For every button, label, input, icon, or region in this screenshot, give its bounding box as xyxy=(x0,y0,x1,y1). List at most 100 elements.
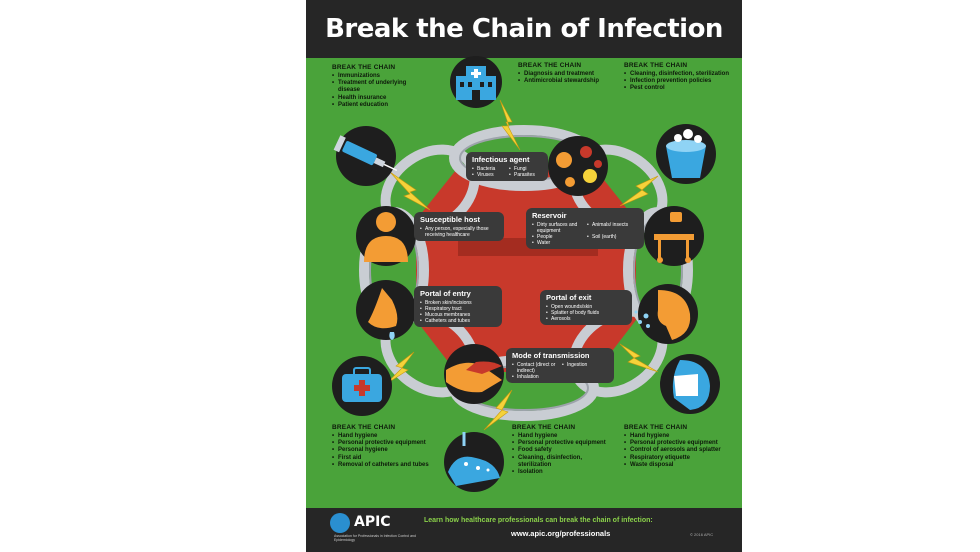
break-chain-item: Removal of catheters and tubes xyxy=(332,462,430,469)
break-chain-item: Immunizations xyxy=(332,73,430,80)
stage-item: Soil (earth) xyxy=(587,234,638,240)
break-chain-item: Health insurance xyxy=(332,95,430,102)
break-chain-item: Cleaning, disinfection, sterilization xyxy=(624,71,734,78)
stage-item: Catheters and tubes xyxy=(420,318,496,324)
first-aid-kit-icon xyxy=(342,367,382,402)
bucket-icon xyxy=(666,129,706,178)
footer-url-link[interactable]: www.apic.org/professionals xyxy=(511,529,611,538)
stage-title: Mode of transmission xyxy=(512,351,590,360)
break-chain-block-1: BREAK THE CHAIN Immunizations Treatment … xyxy=(332,64,430,109)
nose-icon xyxy=(368,288,398,340)
break-chain-item: Treatment of underlying disease xyxy=(332,80,430,94)
apic-logo-icon xyxy=(330,513,350,533)
stage-item: Open wounds/skin xyxy=(546,304,626,310)
break-chain-item: Personal protective equipment xyxy=(332,440,430,447)
stage-susceptible-host: Susceptible host Any person, especially … xyxy=(414,212,504,241)
break-chain-item: Antimicrobial stewardship xyxy=(518,78,614,85)
break-chain-heading: BREAK THE CHAIN xyxy=(332,64,396,71)
break-chain-item: Cleaning, disinfection, sterilization xyxy=(512,455,616,469)
stage-item: Inhalation xyxy=(512,374,558,380)
stage-mode-of-transmission: Mode of transmission Contact (direct or … xyxy=(506,348,614,383)
stage-item: Fungi xyxy=(509,166,542,172)
stage-title: Portal of exit xyxy=(546,293,592,302)
stage-items: Dirty surfaces and equipment Animals/ in… xyxy=(532,222,638,246)
hospital-icon xyxy=(456,66,496,100)
break-chain-item: Infection prevention policies xyxy=(624,78,734,85)
break-chain-item: Pest control xyxy=(624,85,734,92)
break-chain-block-5: BREAK THE CHAIN Hand hygiene Personal pr… xyxy=(512,424,616,476)
face-mask-icon xyxy=(672,360,710,410)
gurney-icon xyxy=(654,212,694,263)
stage-item: Splatter of body fluids xyxy=(546,310,626,316)
break-chain-item: Respiratory etiquette xyxy=(624,455,734,462)
break-chain-list: Hand hygiene Personal protective equipme… xyxy=(512,433,616,476)
cough-icon xyxy=(634,290,691,340)
stage-items: Open wounds/skin Splatter of body fluids… xyxy=(546,304,626,322)
break-chain-item: Hand hygiene xyxy=(512,433,616,440)
stage-item: People xyxy=(532,234,583,240)
stage-title: Infectious agent xyxy=(472,155,530,164)
break-chain-item: Diagnosis and treatment xyxy=(518,71,614,78)
stage-item: Parasites xyxy=(509,172,542,178)
stage-title: Reservoir xyxy=(532,211,567,220)
stage-item: Broken skin/incisions xyxy=(420,300,496,306)
stage-items: Broken skin/incisions Respiratory tract … xyxy=(420,300,496,324)
break-chain-item: Hand hygiene xyxy=(332,433,430,440)
handwashing-icon xyxy=(448,432,500,486)
stage-item: Animals/ insects xyxy=(587,222,638,234)
footer-org: Association for Professionals in Infecti… xyxy=(334,534,416,543)
break-chain-item: Personal protective equipment xyxy=(624,440,734,447)
break-chain-list: Hand hygiene Personal protective equipme… xyxy=(624,433,734,469)
stage-title: Susceptible host xyxy=(420,215,481,224)
footer-bar xyxy=(306,508,742,552)
person-icon xyxy=(364,212,408,262)
break-chain-item: Personal hygiene xyxy=(332,447,430,454)
break-chain-heading: BREAK THE CHAIN xyxy=(512,424,576,431)
syringe-icon xyxy=(333,135,398,172)
break-chain-item: Control of aerosols and splatter xyxy=(624,447,734,454)
break-chain-item: Personal protective equipment xyxy=(512,440,616,447)
stage-item: Contact (direct or indirect) xyxy=(512,362,558,374)
stage-item: Water xyxy=(532,240,583,246)
break-chain-item: Food safety xyxy=(512,447,616,454)
stage-items: Contact (direct or indirect) Ingestion I… xyxy=(512,362,608,380)
break-chain-item: First aid xyxy=(332,455,430,462)
stage-items: Any person, especially those receiving h… xyxy=(420,226,498,238)
break-chain-list: Diagnosis and treatment Antimicrobial st… xyxy=(518,71,614,86)
break-chain-list: Cleaning, disinfection, sterilization In… xyxy=(624,71,734,93)
infection-poster: Break the Chain of Infection xyxy=(306,0,742,552)
break-chain-heading: BREAK THE CHAIN xyxy=(624,62,688,69)
stage-item: Ingestion xyxy=(562,362,608,374)
break-chain-list: Immunizations Treatment of underlying di… xyxy=(332,73,430,109)
break-chain-list: Hand hygiene Personal protective equipme… xyxy=(332,433,430,469)
stage-item: Aerosols xyxy=(546,316,626,322)
stage-infectious-agent: Infectious agent Bacteria Fungi Viruses … xyxy=(466,152,548,181)
break-chain-item: Waste disposal xyxy=(624,462,734,469)
germs-icon xyxy=(556,146,602,187)
stage-title: Portal of entry xyxy=(420,289,471,298)
stage-item: Dirty surfaces and equipment xyxy=(532,222,583,234)
stage-reservoir: Reservoir Dirty surfaces and equipment A… xyxy=(526,208,644,249)
stage-item: Viruses xyxy=(472,172,505,178)
break-chain-block-6: BREAK THE CHAIN Hand hygiene Personal pr… xyxy=(624,424,734,469)
stage-portal-of-exit: Portal of exit Open wounds/skin Splatter… xyxy=(540,290,632,325)
break-chain-item: Patient education xyxy=(332,102,430,109)
stage-item: Bacteria xyxy=(472,166,505,172)
break-chain-block-3: BREAK THE CHAIN Cleaning, disinfection, … xyxy=(624,62,734,93)
stage-item: Mucous membranes xyxy=(420,312,496,318)
break-chain-block-2: BREAK THE CHAIN Diagnosis and treatment … xyxy=(518,62,614,86)
stage-item: Any person, especially those receiving h… xyxy=(420,226,498,238)
title-bar: Break the Chain of Infection xyxy=(306,0,742,58)
footer-logo: APIC xyxy=(354,514,391,530)
stage-portal-of-entry: Portal of entry Broken skin/incisions Re… xyxy=(414,286,502,327)
break-chain-item: Isolation xyxy=(512,469,616,476)
center-shape xyxy=(416,170,636,372)
break-chain-heading: BREAK THE CHAIN xyxy=(624,424,688,431)
footer-learn-text: Learn how healthcare professionals can b… xyxy=(424,517,653,524)
handshake-icon xyxy=(446,361,502,393)
break-chain-block-4: BREAK THE CHAIN Hand hygiene Personal pr… xyxy=(332,424,430,469)
stage-item: Respiratory tract xyxy=(420,306,496,312)
footer-copyright: © 2016 APIC xyxy=(690,532,714,537)
break-chain-heading: BREAK THE CHAIN xyxy=(518,62,582,69)
poster-title: Break the Chain of Infection xyxy=(325,14,723,44)
